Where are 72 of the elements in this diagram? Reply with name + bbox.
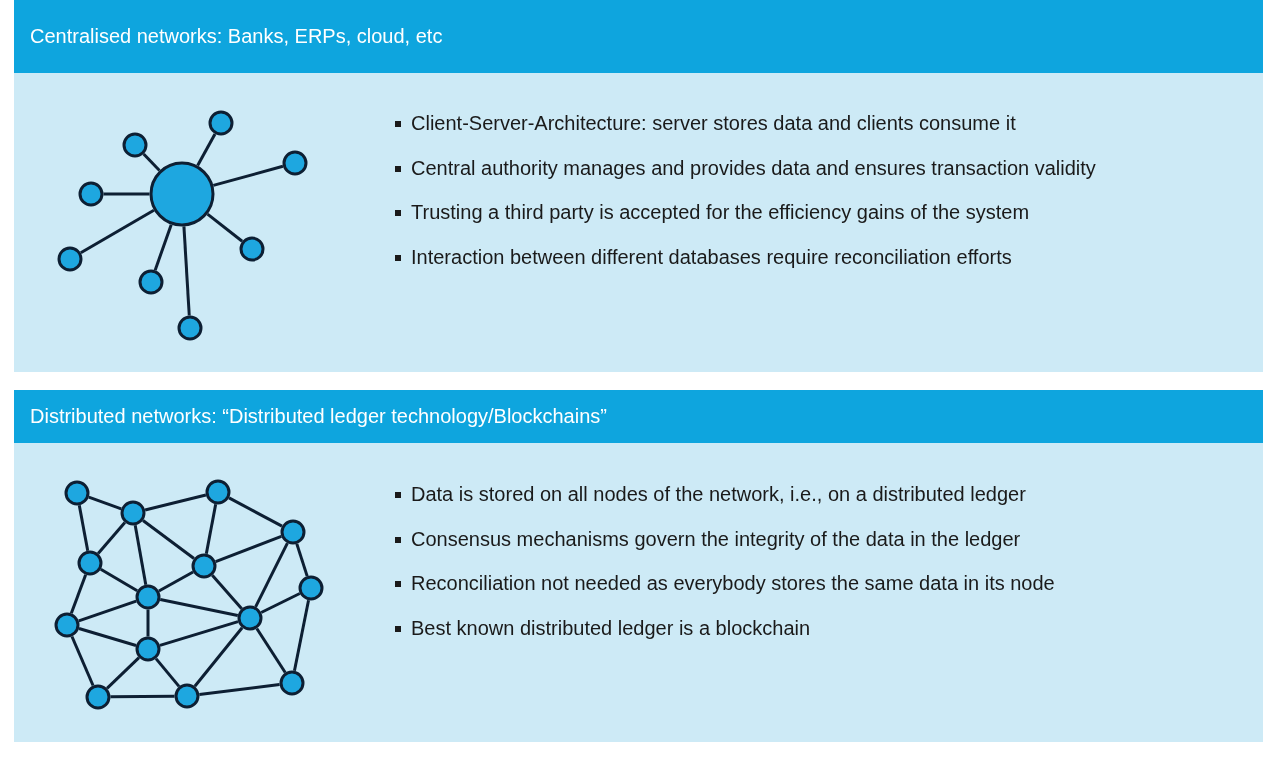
network-node (122, 132, 148, 158)
network-node (135, 584, 161, 610)
connection-line (77, 505, 90, 551)
connection-line (158, 570, 194, 593)
connection-line (199, 683, 280, 696)
connection-line (88, 495, 122, 511)
bullet-item: Interaction between different databases require reconciliation efforts (395, 245, 1012, 269)
connection-line (196, 133, 217, 167)
network-node (78, 181, 104, 207)
connection-line (78, 599, 137, 623)
bullet-item: Reconciliation not needed as everybody stores the same data in its node (395, 571, 1055, 595)
connection-line (292, 599, 311, 672)
info-panel (14, 390, 1263, 742)
network-node (237, 605, 263, 631)
network-node (282, 150, 308, 176)
connection-line (295, 543, 309, 577)
connection-line (70, 635, 95, 687)
panel-heading: Distributed networks: “Distributed ledger technology/Blockchains” (14, 390, 1263, 443)
connection-line (153, 224, 173, 271)
connection-line (159, 598, 239, 617)
connection-line (144, 493, 207, 512)
connection-line (215, 535, 282, 563)
connection-line (142, 153, 161, 172)
connection-line (69, 574, 88, 614)
connection-line (110, 694, 175, 699)
connection-line (212, 164, 284, 187)
connection-line (228, 496, 283, 528)
bullet-item: Client-Server-Architecture: server stores data and clients consume it (395, 111, 1016, 135)
connection-line (103, 192, 150, 196)
connection-line (206, 212, 244, 243)
connection-line (182, 226, 191, 316)
connection-line (211, 574, 243, 610)
connection-line (154, 657, 181, 688)
bullet-item: Data is stored on all nodes of the network, i.e., on a distributed ledger (395, 482, 1026, 506)
network-node (138, 269, 164, 295)
network-node (54, 612, 80, 638)
connection-line (106, 656, 140, 690)
connection-line (142, 519, 195, 560)
bullet-item: Central authority manages and provides data and ensures transaction validity (395, 156, 1096, 180)
bullet-item: Best known distributed ledger is a blockchain (395, 616, 811, 640)
network-node (149, 161, 215, 227)
connection-line (78, 627, 137, 647)
network-node (85, 684, 111, 710)
network-node (191, 553, 217, 579)
connection-line (254, 542, 289, 608)
connection-line (159, 620, 239, 647)
network-node (135, 636, 161, 662)
network-node (205, 479, 231, 505)
panel-heading: Centralised networks: Banks, ERPs, cloud, etc (14, 0, 1263, 73)
bullet-item: Trusting a third party is accepted for the efficiency gains of the system (395, 200, 1030, 224)
network-node (174, 683, 200, 709)
network-node (280, 519, 306, 545)
connection-line (80, 209, 155, 255)
connection-line (255, 627, 287, 674)
bullet-item: Consensus mechanisms govern the integrity of the data in the ledger (395, 527, 1021, 551)
connection-line (97, 521, 126, 555)
network-node (298, 575, 324, 601)
network-node (239, 236, 265, 262)
connection-line (260, 592, 301, 614)
network-node (120, 500, 146, 526)
info-panel (14, 0, 1263, 372)
connection-line (146, 609, 150, 637)
network-node (64, 480, 90, 506)
connection-line (100, 568, 138, 592)
connection-line (193, 626, 244, 688)
connection-line (133, 525, 148, 585)
network-node (208, 110, 234, 136)
network-node (77, 550, 103, 576)
network-node (177, 315, 203, 341)
network-node (279, 670, 305, 696)
network-node (57, 246, 83, 272)
connection-line (204, 504, 218, 554)
